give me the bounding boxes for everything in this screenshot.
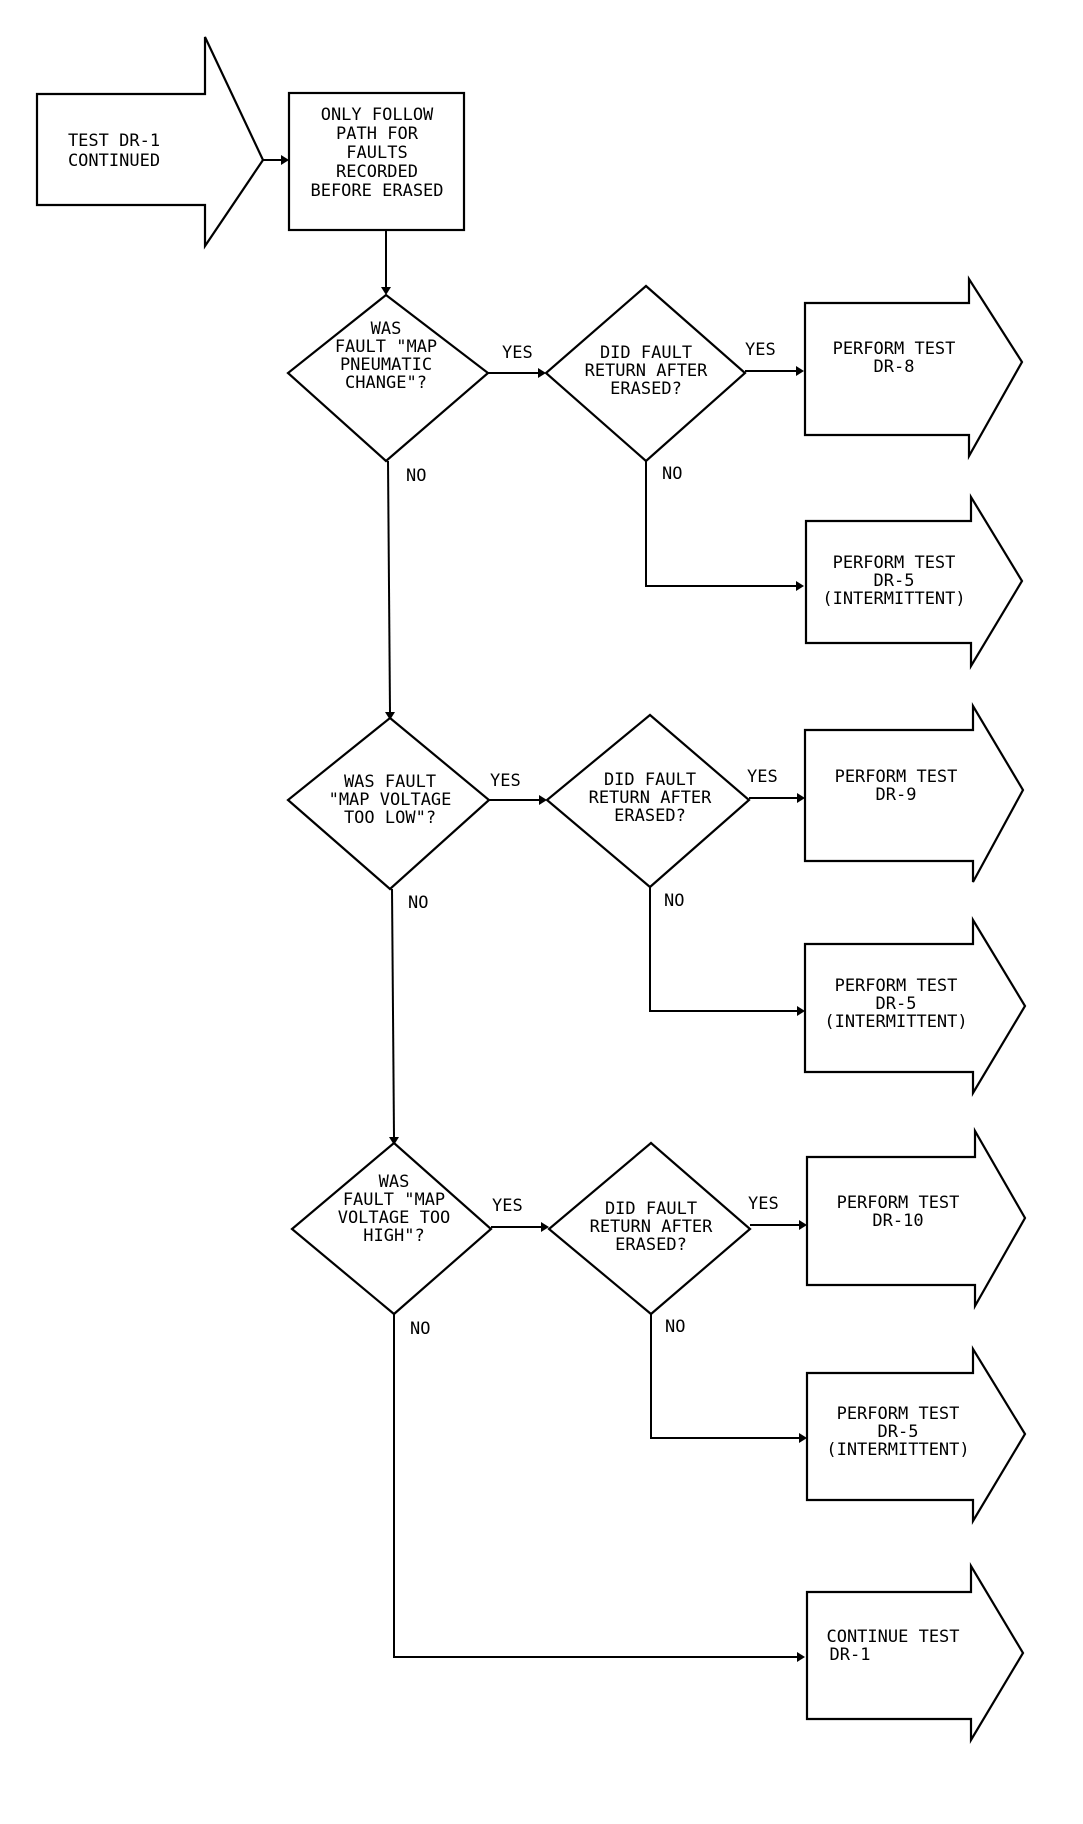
arrowhead xyxy=(381,287,391,295)
arrowhead xyxy=(539,795,547,805)
arrowhead xyxy=(797,793,805,803)
action-text: DR-5 xyxy=(878,1422,919,1442)
connector xyxy=(649,887,797,1012)
connector xyxy=(650,1314,799,1439)
decision-text: DID FAULT xyxy=(600,343,692,363)
action-perform-test-dr-5: PERFORM TEST DR-5 (INTERMITTENT) xyxy=(805,1345,1027,1525)
arrowhead xyxy=(799,1433,807,1443)
arrowhead xyxy=(797,1006,805,1016)
action-text: (INTERMITTENT) xyxy=(822,589,965,609)
no-label: NO xyxy=(662,464,682,484)
decision-text: WAS FAULT xyxy=(344,772,436,792)
note-box: ONLY FOLLOW PATH FOR FAULTS RECORDED BEF… xyxy=(287,91,466,232)
action-text: PERFORM TEST xyxy=(837,1193,960,1213)
yes-label: YES xyxy=(490,771,521,791)
decision-text: ERASED? xyxy=(610,379,682,399)
decision-return-after-erased: DID FAULT RETURN AFTER ERASED? xyxy=(547,1141,752,1316)
action-text: DR-5 xyxy=(876,994,917,1014)
arrowhead xyxy=(281,155,289,165)
decision-text: VOLTAGE TOO xyxy=(338,1208,451,1228)
yes-label: YES xyxy=(747,767,778,787)
yes-label: YES xyxy=(492,1196,523,1216)
decision-text: FAULT "MAP xyxy=(343,1190,445,1210)
decision-return-after-erased: DID FAULT RETURN AFTER ERASED? xyxy=(544,284,747,463)
action-text: PERFORM TEST xyxy=(835,767,958,787)
decision-text: ERASED? xyxy=(615,1235,687,1255)
no-label: NO xyxy=(665,1317,685,1337)
decision-text: DID FAULT xyxy=(604,770,696,790)
start-line: CONTINUED xyxy=(68,151,160,171)
connector xyxy=(391,888,395,1138)
decision-text: ERASED? xyxy=(614,806,686,826)
decision-text: RETURN AFTER xyxy=(590,1217,714,1237)
connector xyxy=(393,1314,797,1658)
decision-text: HIGH"? xyxy=(363,1226,424,1246)
decision-map-voltage-too-high: WAS FAULT "MAP VOLTAGE TOO HIGH"? xyxy=(290,1141,493,1316)
arrowhead xyxy=(538,368,546,378)
action-text: PERFORM TEST xyxy=(833,553,956,573)
arrowhead xyxy=(799,1220,807,1230)
action-perform-test-dr-5: PERFORM TEST DR-5 (INTERMITTENT) xyxy=(804,493,1024,670)
action-perform-test-dr-9: PERFORM TEST DR-9 xyxy=(803,702,1025,883)
arrowhead xyxy=(797,1652,805,1662)
action-continue-test-dr-1: CONTINUE TEST DR-1 xyxy=(805,1562,1025,1744)
action-text: CONTINUE TEST xyxy=(826,1627,959,1647)
action-text: DR-10 xyxy=(872,1211,923,1231)
yes-label: YES xyxy=(502,343,533,363)
connector xyxy=(387,460,391,713)
start-arrow: TEST DR-1 CONTINUED xyxy=(35,36,265,250)
decision-text: "MAP VOLTAGE xyxy=(329,790,452,810)
decision-text: PNEUMATIC xyxy=(340,355,432,375)
arrowhead xyxy=(389,1137,399,1145)
decision-text: RETURN AFTER xyxy=(589,788,713,808)
action-text: DR-5 xyxy=(874,571,915,591)
action-text: PERFORM TEST xyxy=(835,976,958,996)
action-text: DR-8 xyxy=(874,357,915,377)
no-label: NO xyxy=(408,893,428,913)
start-line: TEST DR-1 xyxy=(68,131,160,151)
note-line: RECORDED xyxy=(336,162,418,182)
decision-return-after-erased: DID FAULT RETURN AFTER ERASED? xyxy=(545,713,751,889)
decision-text: WAS xyxy=(371,319,402,339)
arrowhead xyxy=(796,581,804,591)
action-perform-test-dr-8: PERFORM TEST DR-8 xyxy=(803,275,1024,461)
action-text: (INTERMITTENT) xyxy=(824,1012,967,1032)
decision-map-pneumatic-change: WAS FAULT "MAP PNEUMATIC CHANGE"? xyxy=(286,293,490,463)
note-line: BEFORE ERASED xyxy=(310,181,443,201)
yes-label: YES xyxy=(745,340,776,360)
action-text: PERFORM TEST xyxy=(837,1404,960,1424)
note-line: PATH FOR xyxy=(336,124,419,144)
decision-text: RETURN AFTER xyxy=(585,361,709,381)
decision-text: TOO LOW"? xyxy=(344,808,436,828)
action-text: PERFORM TEST xyxy=(833,339,956,359)
arrowhead xyxy=(796,366,804,376)
decision-text: CHANGE"? xyxy=(345,373,427,393)
decision-text: FAULT "MAP xyxy=(335,337,437,357)
decision-text: DID FAULT xyxy=(605,1199,697,1219)
action-perform-test-dr-10: PERFORM TEST DR-10 xyxy=(805,1126,1027,1311)
note-line: ONLY FOLLOW xyxy=(321,105,434,125)
action-perform-test-dr-5: PERFORM TEST DR-5 (INTERMITTENT) xyxy=(803,916,1027,1097)
decision-map-voltage-too-low: WAS FAULT "MAP VOLTAGE TOO LOW"? xyxy=(286,716,491,891)
decision-text: WAS xyxy=(379,1172,410,1192)
action-text: DR-9 xyxy=(876,785,917,805)
connector xyxy=(645,461,796,587)
arrowhead xyxy=(385,712,395,720)
no-label: NO xyxy=(410,1319,430,1339)
note-line: FAULTS xyxy=(346,143,407,163)
action-text: DR-1 xyxy=(830,1645,871,1665)
arrowhead xyxy=(541,1222,549,1232)
yes-label: YES xyxy=(748,1194,779,1214)
action-text: (INTERMITTENT) xyxy=(826,1440,969,1460)
no-label: NO xyxy=(664,891,684,911)
no-label: NO xyxy=(406,466,426,486)
